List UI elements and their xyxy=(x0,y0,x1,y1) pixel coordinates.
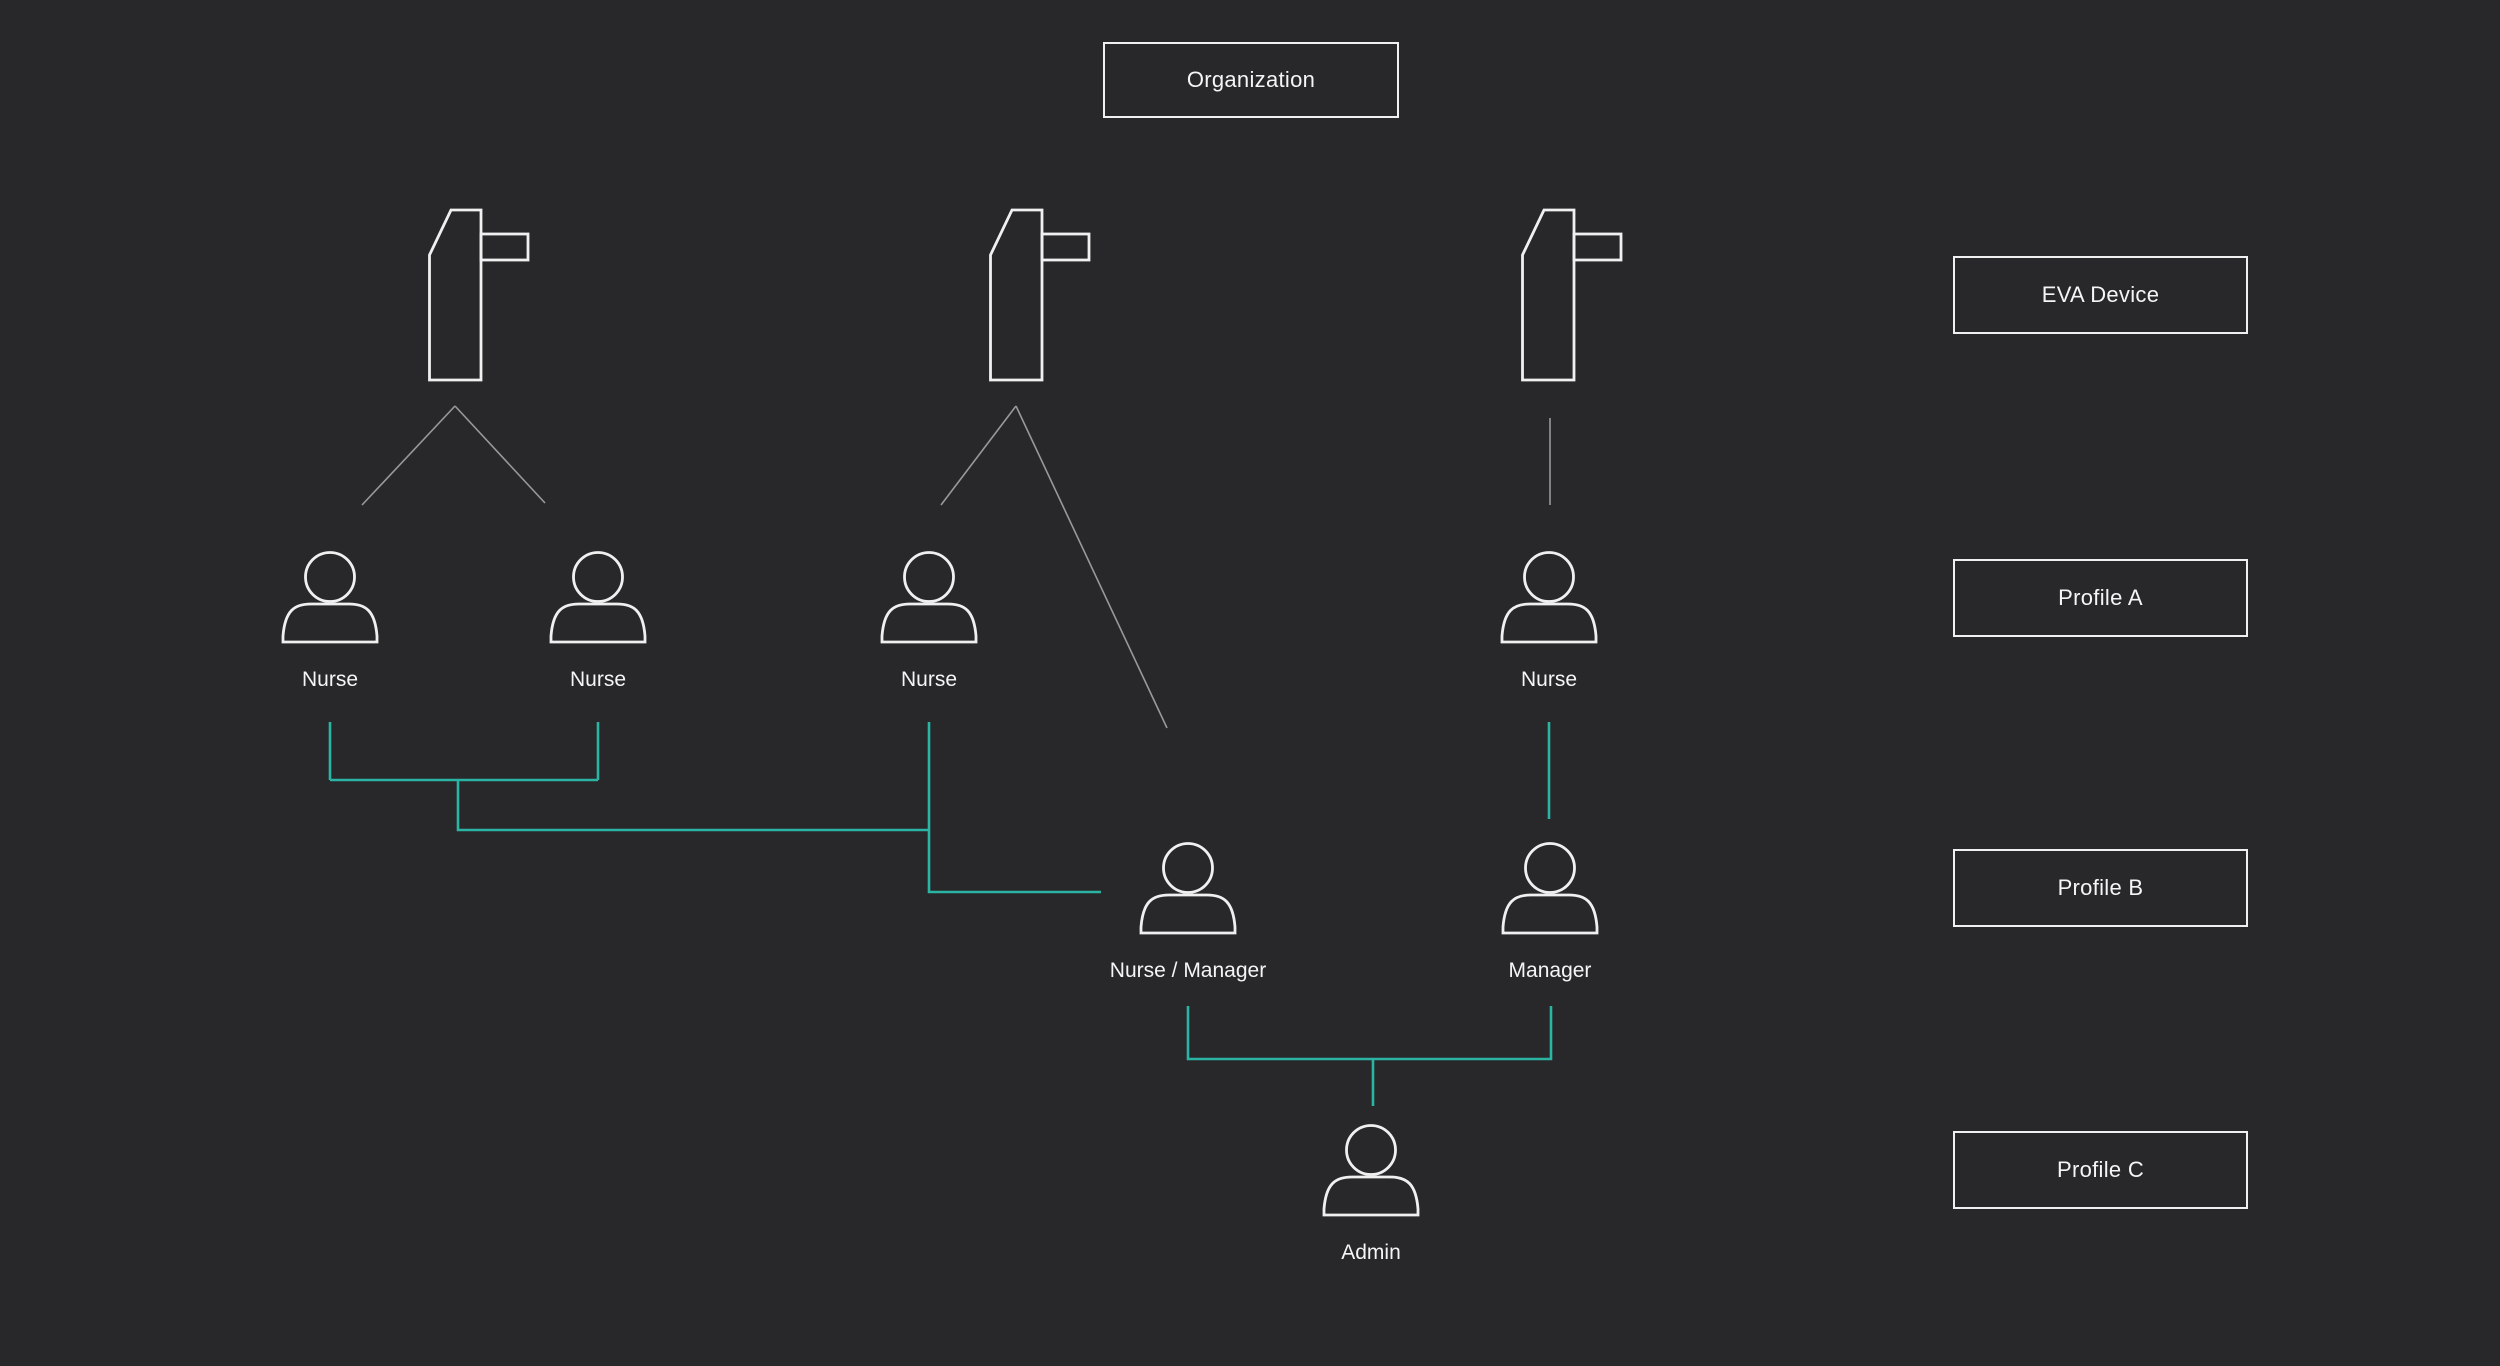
device2-nursemanager-link xyxy=(1015,405,1168,729)
person-label: Nurse xyxy=(569,668,627,691)
person-icon xyxy=(1500,551,1598,644)
person-label: Nurse xyxy=(900,668,958,691)
person-node-nurse-4: Nurse xyxy=(1419,549,1679,692)
legend-eva-device: EVA Device xyxy=(1953,256,2248,334)
legend-label: Profile C xyxy=(2056,1157,2145,1182)
device1-nurse1-link xyxy=(361,405,456,506)
person-label: Admin xyxy=(1341,1241,1401,1264)
nurse3-to-nursemanager-line xyxy=(927,722,1101,894)
legend-label: Profile A xyxy=(2058,585,2143,610)
legend-profile-a: Profile A xyxy=(1953,559,2248,637)
person-icon xyxy=(1139,842,1237,935)
person-icon xyxy=(880,551,978,644)
bus-to-nurse3-line xyxy=(456,780,929,832)
reporting-link-lines xyxy=(328,722,1553,1106)
person-node-nurse-manager: Nurse / Manager xyxy=(1058,840,1318,983)
person-label: Nurse xyxy=(1520,668,1578,691)
device2-nurse3-link xyxy=(940,405,1017,506)
person-icon xyxy=(1501,842,1599,935)
person-label: Nurse xyxy=(301,668,359,691)
legend-profile-b: Profile B xyxy=(1953,849,2248,927)
person-node-manager: Manager xyxy=(1420,840,1680,983)
eva-device-icon xyxy=(989,208,1091,382)
nurse1-nurse2-bus xyxy=(328,722,600,782)
person-icon xyxy=(1322,1124,1420,1217)
person-node-nurse-1: Nurse xyxy=(200,549,460,692)
organization-label: Organization xyxy=(1186,67,1316,92)
device-link-lines xyxy=(361,405,1551,729)
person-node-nurse-2: Nurse xyxy=(468,549,728,692)
person-icon xyxy=(281,551,379,644)
eva-device-icon xyxy=(428,208,530,382)
legend-profile-c: Profile C xyxy=(1953,1131,2248,1209)
organization-box: Organization xyxy=(1103,42,1399,118)
legend-label: Profile B xyxy=(2057,875,2144,900)
device1-nurse2-link xyxy=(454,405,546,504)
person-label: Manager xyxy=(1508,959,1592,982)
person-node-nurse-3: Nurse xyxy=(799,549,1059,692)
person-node-admin: Admin xyxy=(1241,1122,1501,1265)
person-icon xyxy=(549,551,647,644)
legend-label: EVA Device xyxy=(2041,282,2160,307)
person-label: Nurse / Manager xyxy=(1109,959,1267,982)
eva-device-icon xyxy=(1521,208,1623,382)
managers-to-admin-bracket xyxy=(1186,1006,1553,1106)
